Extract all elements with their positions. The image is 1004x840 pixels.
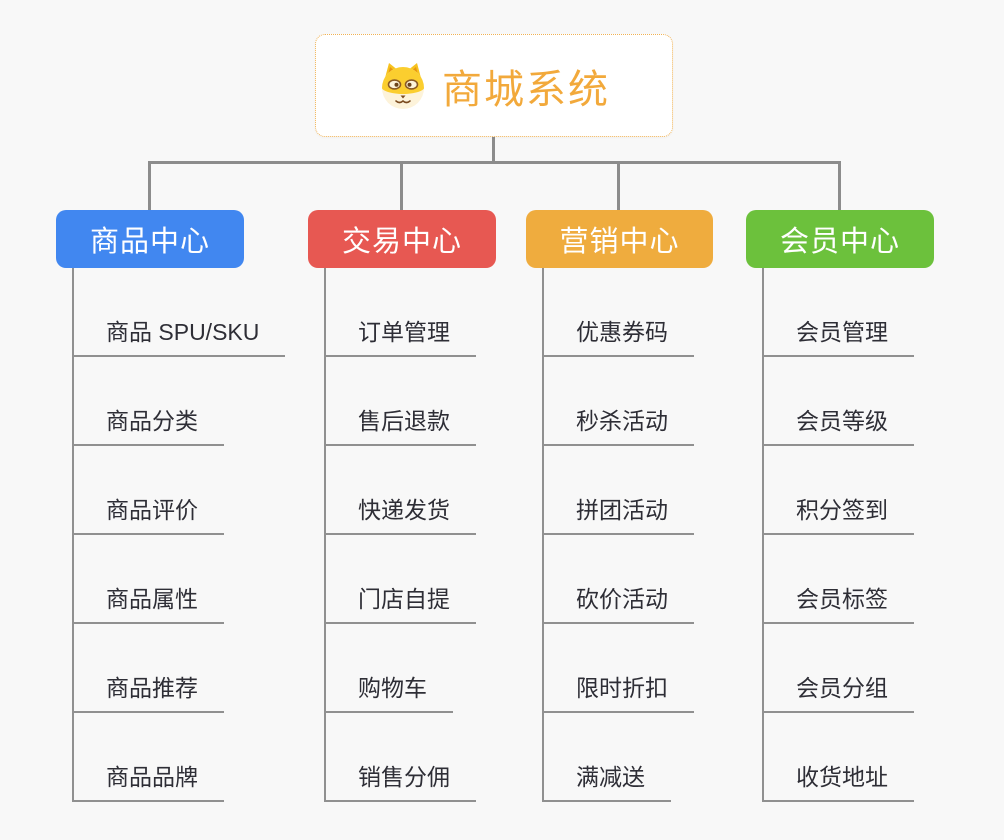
leaf-item[interactable]: 快递发货 xyxy=(324,495,476,535)
leaf-item[interactable]: 商品 SPU/SKU xyxy=(72,317,286,357)
leaf-item[interactable]: 收货地址 xyxy=(762,762,914,802)
leaf-item[interactable]: 会员分组 xyxy=(762,673,914,713)
branch-label: 会员中心 xyxy=(779,226,900,258)
branch-header-marketing[interactable]: 营销中心 xyxy=(526,210,713,268)
leaf-item[interactable]: 砍价活动 xyxy=(542,584,694,624)
leaf-item[interactable]: 门店自提 xyxy=(324,584,476,624)
leaf-item[interactable]: 商品分类 xyxy=(72,406,224,446)
leaf-item[interactable]: 商品推荐 xyxy=(72,673,224,713)
connector-root-trunk xyxy=(492,136,495,164)
leaf-item[interactable]: 商品品牌 xyxy=(72,762,224,802)
root-node[interactable]: 商城系统 xyxy=(315,34,673,137)
branch-trunk-line xyxy=(762,268,764,802)
leaf-item[interactable]: 商品属性 xyxy=(72,584,224,624)
branch-label: 营销中心 xyxy=(559,226,680,258)
branch-trunk-line xyxy=(324,268,326,802)
branch-label: 商品中心 xyxy=(89,226,210,258)
leaf-item[interactable]: 拼团活动 xyxy=(542,495,694,535)
leaf-item[interactable]: 优惠券码 xyxy=(542,317,694,357)
branch-trunk-line xyxy=(542,268,544,802)
leaf-item[interactable]: 购物车 xyxy=(324,673,453,713)
connector-drop-member xyxy=(838,161,841,210)
leaf-item[interactable]: 订单管理 xyxy=(324,317,476,357)
branch-header-product[interactable]: 商品中心 xyxy=(56,210,244,268)
leaf-item[interactable]: 售后退款 xyxy=(324,406,476,446)
leaf-item[interactable]: 会员标签 xyxy=(762,584,914,624)
dog-icon xyxy=(378,62,428,110)
connector-horizontal-bar xyxy=(148,161,841,164)
branch-product-center: 商品中心 商品 SPU/SKU 商品分类 商品评价 商品属性 商品推荐 商品品牌 xyxy=(56,210,296,802)
leaf-item[interactable]: 限时折扣 xyxy=(542,673,694,713)
leaf-item[interactable]: 秒杀活动 xyxy=(542,406,694,446)
branch-label: 交易中心 xyxy=(341,226,462,258)
branch-trade-center: 交易中心 订单管理 售后退款 快递发货 门店自提 购物车 销售分佣 xyxy=(308,210,548,802)
root-title: 商城系统 xyxy=(442,67,610,112)
connector-drop-marketing xyxy=(617,161,620,210)
leaf-item[interactable]: 满减送 xyxy=(542,762,671,802)
branch-header-trade[interactable]: 交易中心 xyxy=(308,210,496,268)
branch-trunk-line xyxy=(72,268,74,802)
leaf-item[interactable]: 销售分佣 xyxy=(324,762,476,802)
leaf-item[interactable]: 会员等级 xyxy=(762,406,914,446)
connector-drop-trade xyxy=(400,161,403,210)
branch-member-center: 会员中心 会员管理 会员等级 积分签到 会员标签 会员分组 收货地址 xyxy=(746,210,986,802)
connector-drop-product xyxy=(148,161,151,210)
leaf-item[interactable]: 积分签到 xyxy=(762,495,914,535)
branch-header-member[interactable]: 会员中心 xyxy=(746,210,934,268)
branch-marketing-center: 营销中心 优惠券码 秒杀活动 拼团活动 砍价活动 限时折扣 满减送 xyxy=(526,210,766,802)
leaf-item[interactable]: 商品评价 xyxy=(72,495,224,535)
leaf-item[interactable]: 会员管理 xyxy=(762,317,914,357)
